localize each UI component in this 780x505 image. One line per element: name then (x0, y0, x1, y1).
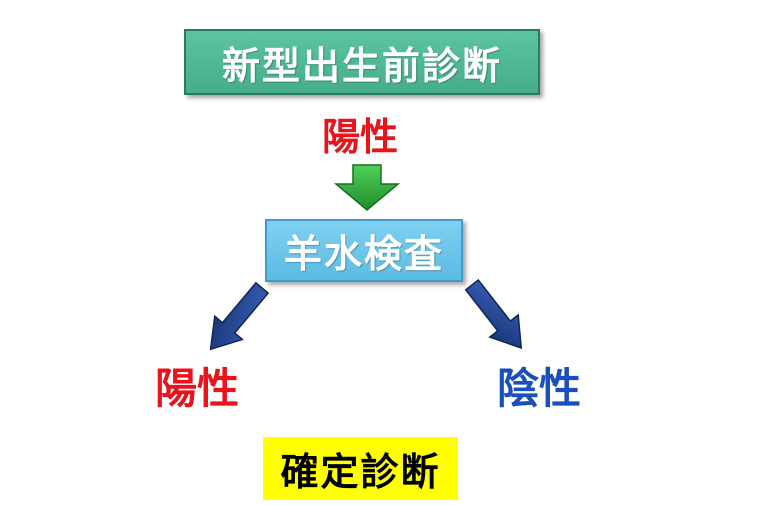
down-arrow-icon (333, 164, 401, 211)
nipt-positive-label: 陽性 (321, 114, 398, 159)
amniocentesis-positive-label: 陽性 (154, 363, 239, 413)
definitive-diagnosis-label: 確定診断 (280, 450, 441, 494)
nipt-label: 新型出生前診断 (221, 43, 502, 88)
amniocentesis-box: 羊水検査 (265, 219, 463, 282)
amniocentesis-label: 羊水検査 (283, 232, 444, 276)
definitive-diagnosis-box: 確定診断 (263, 437, 458, 500)
amniocentesis-negative-label: 陰性 (496, 363, 581, 413)
nipt-box: 新型出生前診断 (184, 29, 540, 95)
